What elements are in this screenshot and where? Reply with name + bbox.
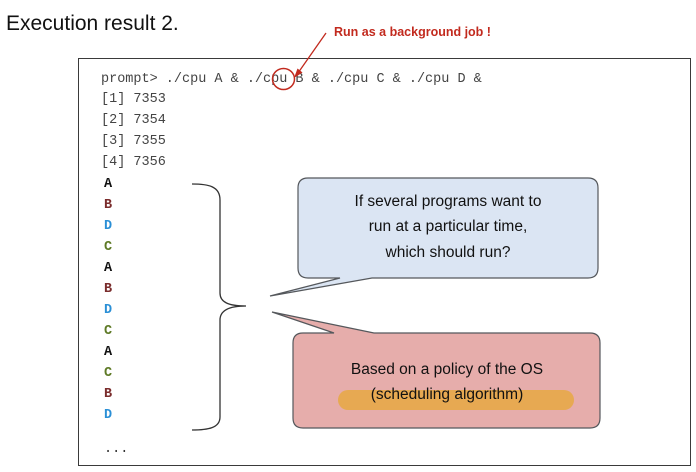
job-line-3: [3] 7355 <box>101 134 166 149</box>
output-line-3: D <box>104 219 113 234</box>
output-line-1: A <box>104 177 113 192</box>
job-line-1: [1] 7353 <box>101 92 166 107</box>
answer-line-1: Based on a policy of the OS <box>350 361 544 378</box>
output-ellipsis: ... <box>104 442 129 457</box>
output-line-12: D <box>104 408 113 423</box>
output-line-9: A <box>104 345 113 360</box>
job-line-2: [2] 7354 <box>101 113 166 128</box>
output-line-2: B <box>104 198 113 213</box>
output-line-5: A <box>104 261 113 276</box>
question-line-1: If several programs want to <box>354 193 542 210</box>
job-line-4: [4] 7356 <box>101 155 166 170</box>
answer-line-2: (scheduling algorithm) <box>370 386 524 403</box>
output-line-8: C <box>104 324 113 339</box>
output-line-10: C <box>104 366 113 381</box>
output-line-4: C <box>104 240 113 255</box>
background-job-annotation: Run as a background job ! <box>334 25 491 39</box>
slide-heading: Execution result 2. <box>6 12 179 35</box>
question-line-2: run at a particular time, <box>368 218 528 235</box>
output-line-7: D <box>104 303 113 318</box>
output-line-6: B <box>104 282 113 297</box>
question-line-3: which should run? <box>385 244 511 261</box>
command-line: prompt> ./cpu A & ./cpu B & ./cpu C & ./… <box>101 72 482 87</box>
output-line-11: B <box>104 387 113 402</box>
